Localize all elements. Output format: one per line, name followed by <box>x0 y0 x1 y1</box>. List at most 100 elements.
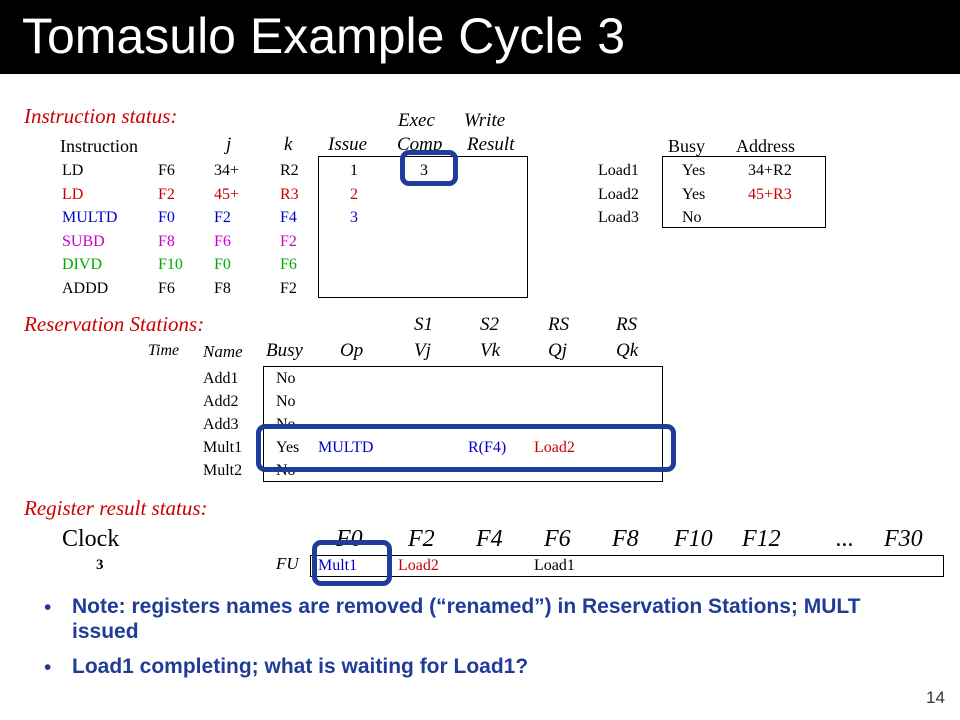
clock-value: 3 <box>96 557 104 573</box>
slide-title: Tomasulo Example Cycle 3 <box>22 8 626 64</box>
load-busy-cell: Yes <box>682 162 706 179</box>
instr-exec-cell: 3 <box>420 162 428 179</box>
load-name-cell: Load2 <box>598 185 639 203</box>
instr-j-cell: 34+ <box>214 162 240 179</box>
load-address-header: Address <box>736 136 795 156</box>
note-1: Note: registers names are removed (“rena… <box>72 595 861 643</box>
j-header: j <box>226 134 232 155</box>
rs1-header: RS <box>548 314 570 335</box>
register-header-2: F4 <box>476 526 503 552</box>
instr-issue-cell: 2 <box>350 185 358 203</box>
rs2-header: RS <box>616 314 638 335</box>
vj-header: Vj <box>414 340 431 361</box>
register-header-6: F12 <box>742 526 781 552</box>
time-header: Time <box>148 342 180 359</box>
instr-op-cell: LD <box>62 185 84 203</box>
instr-j-cell: F2 <box>214 209 231 226</box>
s2-header: S2 <box>480 314 499 335</box>
instr-reg-cell: F6 <box>158 279 175 297</box>
register-value-3: Load1 <box>534 557 575 574</box>
fu-label: FU <box>276 554 299 573</box>
load-name-cell: Load3 <box>598 209 639 226</box>
instr-k-cell: R3 <box>280 185 299 203</box>
note-bullet-1: • <box>44 596 52 619</box>
rs-busy-cell: Yes <box>276 439 300 456</box>
exec-header-top: Exec <box>398 110 435 131</box>
s1-header: S1 <box>414 314 433 335</box>
qj-header: Qj <box>548 340 567 361</box>
instr-reg-cell: F8 <box>158 232 175 250</box>
rs-busy-cell: No <box>276 393 296 410</box>
instr-op-cell: MULTD <box>62 209 118 226</box>
register-header-8: F30 <box>884 526 923 552</box>
register-status-box <box>310 555 944 577</box>
instr-j-cell: F8 <box>214 279 231 297</box>
load-busy-cell: Yes <box>682 185 706 203</box>
instr-op-cell: LD <box>62 162 84 179</box>
instr-j-cell: F6 <box>214 232 231 250</box>
instr-issue-cell: 1 <box>350 162 358 179</box>
rs-qj-cell: Load2 <box>534 439 575 456</box>
write-header-bottom: Result <box>467 134 515 155</box>
instr-issue-cell: 3 <box>350 209 358 226</box>
clock-label: Clock <box>62 526 120 552</box>
mult1-highlight <box>256 424 676 472</box>
rs-name-cell: Add3 <box>203 416 239 433</box>
instruction-status-box <box>318 156 528 298</box>
qk-header: Qk <box>616 340 639 361</box>
register-value-1: Load2 <box>398 557 439 574</box>
rs-name-cell: Mult1 <box>203 439 243 456</box>
register-header-4: F8 <box>612 526 639 552</box>
rs-name-cell: Mult2 <box>203 462 243 479</box>
title-bar <box>0 0 960 74</box>
instr-k-cell: F2 <box>280 279 297 297</box>
instr-k-cell: F4 <box>280 209 297 226</box>
load-name-cell: Load1 <box>598 162 639 179</box>
rs-name-cell: Add1 <box>203 370 239 387</box>
load-address-cell: 45+R3 <box>748 185 792 203</box>
register-header-1: F2 <box>408 526 435 552</box>
note-2: Load1 completing; what is waiting for Lo… <box>72 655 529 678</box>
load-buffers-box <box>662 156 826 228</box>
mult1-fu-highlight <box>312 540 392 586</box>
instr-op-cell: DIVD <box>62 256 102 273</box>
load-busy-header: Busy <box>668 136 706 156</box>
rs-op-cell: MULTD <box>318 439 374 456</box>
vk-header: Vk <box>480 340 501 361</box>
exec-header-bottom: Comp <box>397 134 443 155</box>
rs-name-cell: Add2 <box>203 393 239 410</box>
instr-k-cell: F2 <box>280 232 297 250</box>
register-header-3: F6 <box>544 526 571 552</box>
busy-header: Busy <box>266 340 303 361</box>
register-header-0: F0 <box>336 526 363 552</box>
name-header: Name <box>203 342 243 361</box>
exec-complete-highlight <box>400 150 458 186</box>
write-header-top: Write <box>464 110 506 131</box>
rs-busy-cell: No <box>276 370 296 387</box>
register-header-7: ... <box>836 526 854 552</box>
instr-reg-cell: F2 <box>158 185 175 203</box>
register-status-heading: Register result status: <box>24 496 208 520</box>
instruction-status-heading: Instruction status: <box>24 104 178 128</box>
instr-j-cell: 45+ <box>214 185 240 203</box>
reservation-stations-heading: Reservation Stations: <box>24 312 205 336</box>
instr-reg-cell: F0 <box>158 209 175 226</box>
register-header-5: F10 <box>674 526 713 552</box>
instr-k-cell: R2 <box>280 162 299 179</box>
load-busy-cell: No <box>682 209 702 226</box>
page-number: 14 <box>926 688 945 707</box>
note-bullet-2: • <box>44 656 52 679</box>
issue-header: Issue <box>328 134 368 155</box>
k-header: k <box>284 134 293 155</box>
instr-op-cell: ADDD <box>62 279 109 297</box>
instr-j-cell: F0 <box>214 256 231 273</box>
op-header: Op <box>340 340 364 361</box>
instr-reg-cell: F10 <box>158 256 183 273</box>
instr-op-cell: SUBD <box>62 232 105 250</box>
instr-k-cell: F6 <box>280 256 297 273</box>
instruction-header: Instruction <box>60 136 138 156</box>
rs-vk-cell: R(F4) <box>468 439 507 456</box>
register-value-0: Mult1 <box>318 557 358 574</box>
instr-reg-cell: F6 <box>158 162 175 179</box>
load-address-cell: 34+R2 <box>748 162 792 179</box>
